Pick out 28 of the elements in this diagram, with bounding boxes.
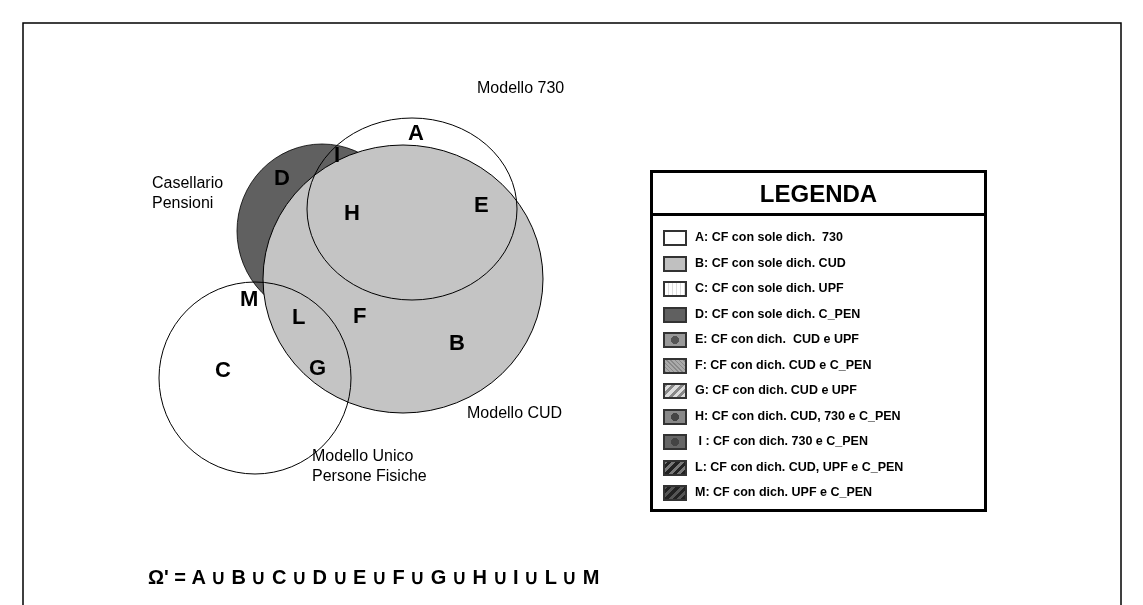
region-letter: L xyxy=(292,304,306,330)
region-letter: C xyxy=(215,357,231,383)
region-letter: H xyxy=(344,200,360,226)
set-name: Modello 730 xyxy=(477,78,566,98)
legend-text: L: CF con dich. CUD, UPF e C_PEN xyxy=(695,459,904,474)
legend-text: I : CF con dich. 730 e C_PEN xyxy=(697,434,868,448)
legend-title: LEGENDA xyxy=(758,180,879,208)
legend-text: M: CF con dich. UPF e C_PEN xyxy=(695,485,873,499)
region-letter: E xyxy=(474,192,489,218)
legend-text: B: CF con sole dich. CUD xyxy=(695,255,846,270)
legend-text: G: CF con dich. CUD e UPF xyxy=(695,383,857,397)
legend-text: F: CF con dich. CUD e C_PEN xyxy=(695,357,872,372)
set-name: Modello Unico Persone Fisiche xyxy=(312,446,428,486)
region-letter: B xyxy=(449,330,465,356)
region-letter: A xyxy=(408,120,424,146)
set-name: Modello CUD xyxy=(467,403,564,423)
legend-text: C: CF con sole dich. UPF xyxy=(695,281,844,295)
legend-text: D: CF con sole dich. C_PEN xyxy=(695,306,861,321)
region-letter: I xyxy=(334,142,341,168)
region-letter: G xyxy=(309,355,327,381)
legend-text: E: CF con dich. CUD e UPF xyxy=(695,332,859,346)
region-letter: M xyxy=(240,286,259,312)
region-letter: F xyxy=(353,303,367,329)
region-letter: D xyxy=(274,165,290,191)
legend-text: H: CF con dich. CUD, 730 e C_PEN xyxy=(695,408,901,423)
set-formula: Ω' = A ∪ B ∪ C ∪ D ∪ E ∪ F ∪ G ∪ H ∪ I ∪ L ∪ M xyxy=(148,565,600,589)
set-name: Casellario Pensioni xyxy=(152,173,225,213)
legend-text: A: CF con sole dich. 730 xyxy=(695,230,843,244)
